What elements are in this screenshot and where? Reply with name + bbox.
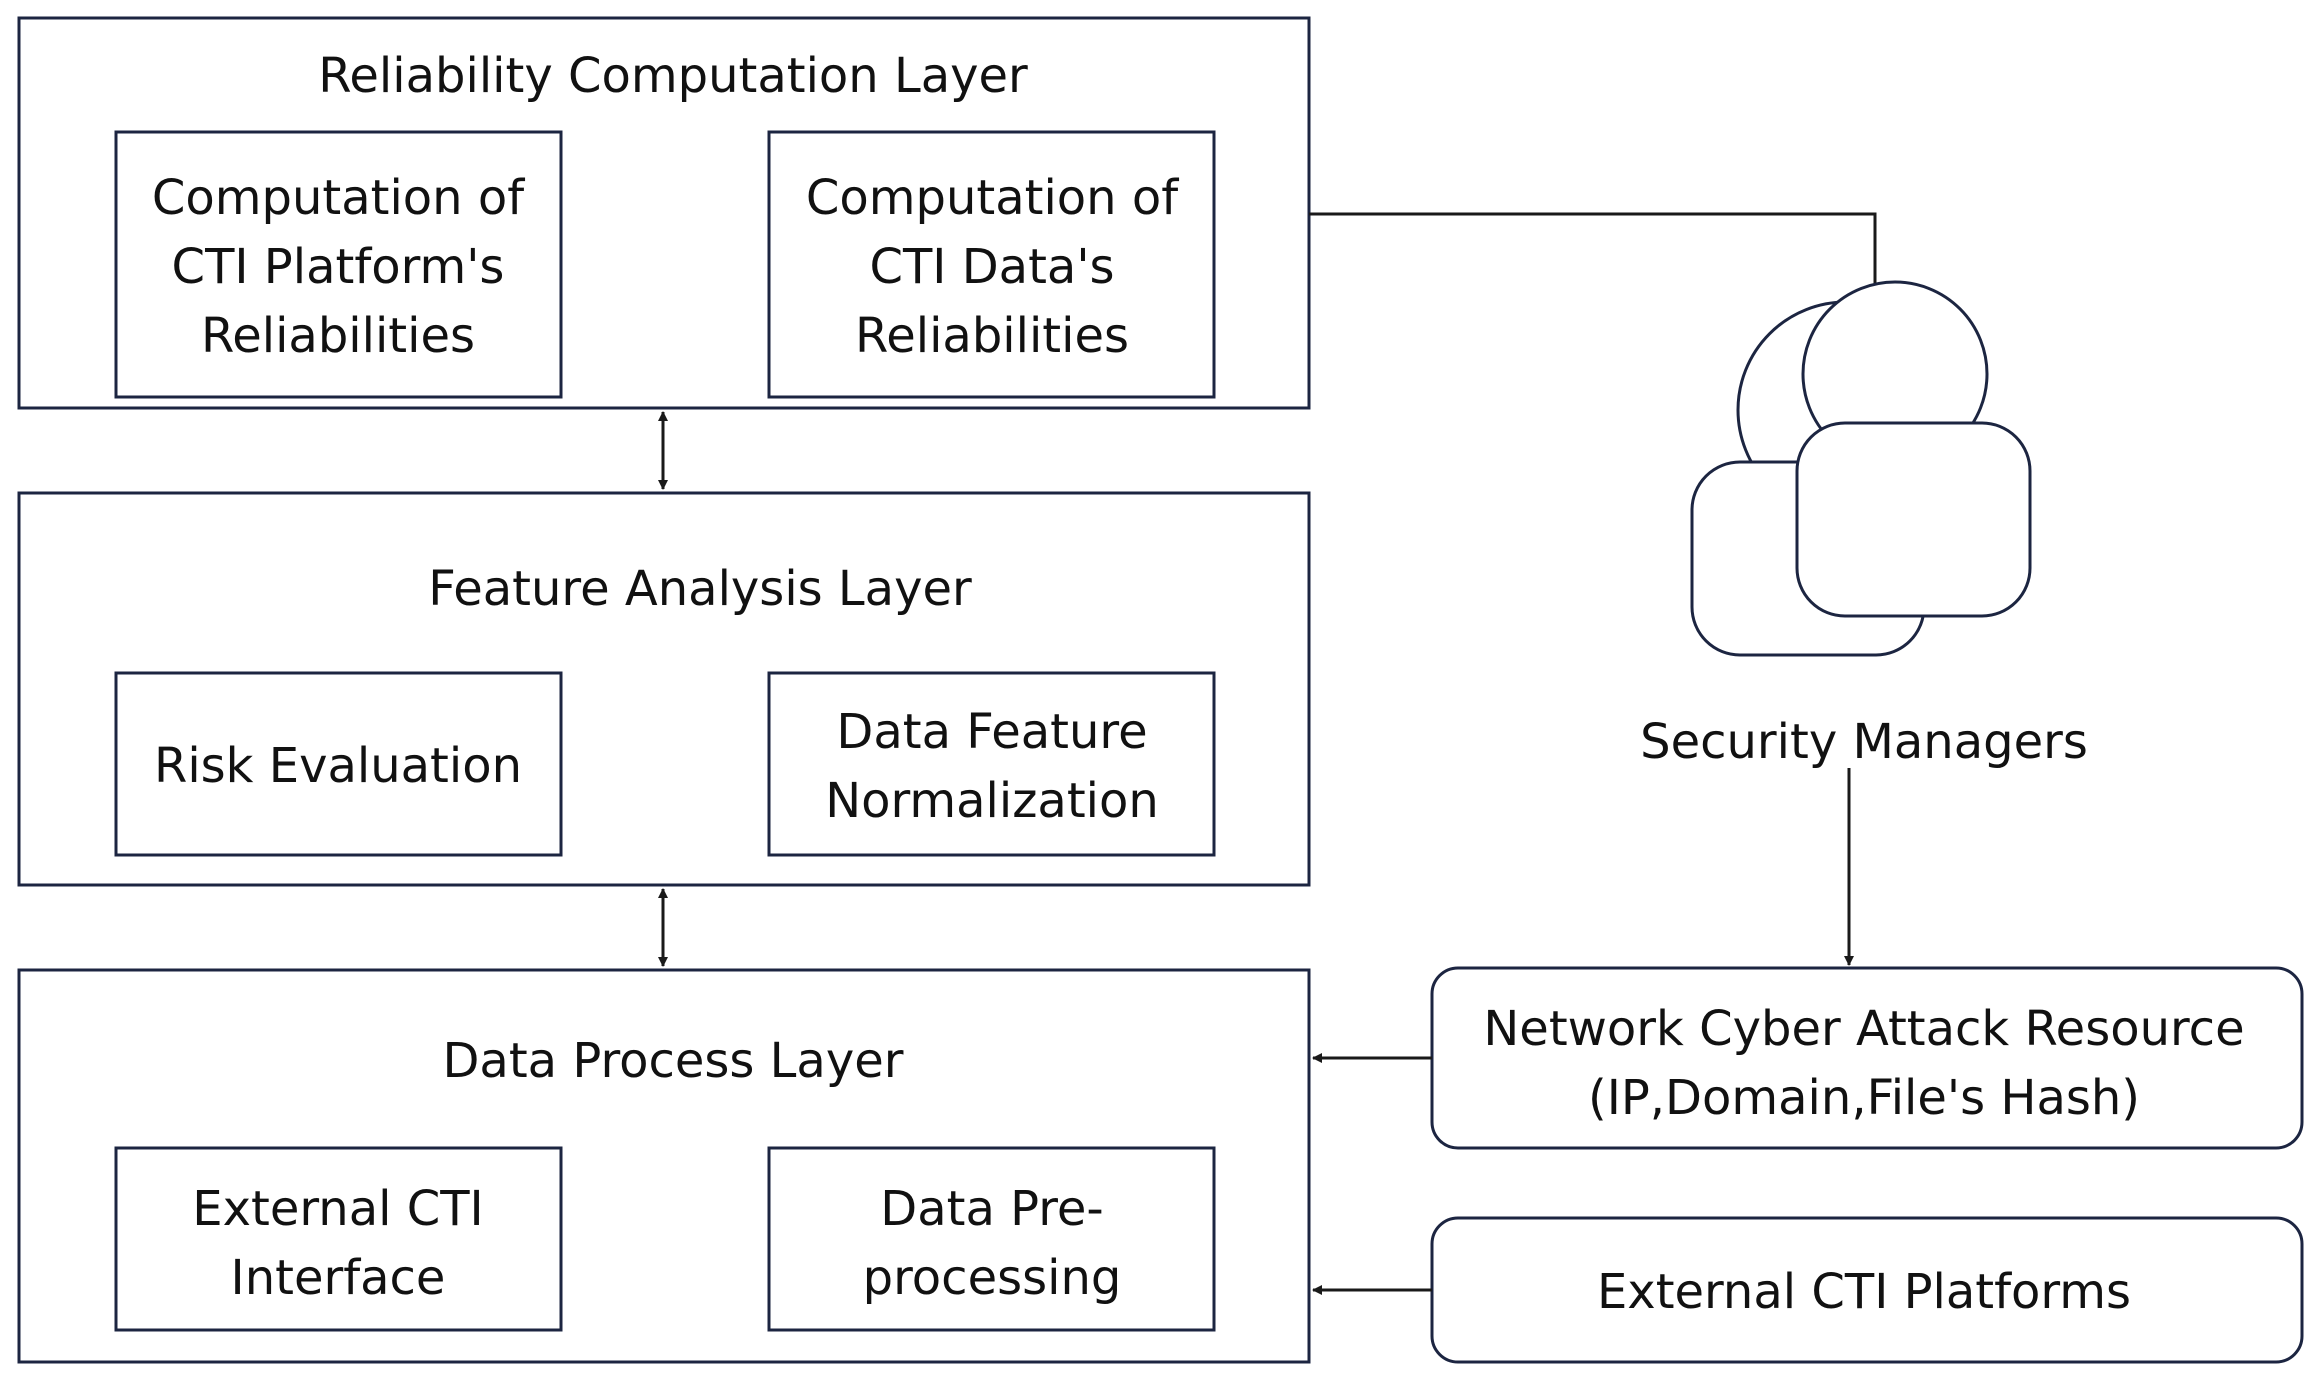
data-preprocessing-line-1: Data Pre- — [880, 1181, 1104, 1237]
data-feature-normalization-box: Data Feature Normalization — [767, 671, 1216, 857]
platform-reliability-box: Computation of CTI Platform's Reliabilit… — [114, 130, 563, 399]
feature-analysis-layer: Feature Analysis Layer Risk Evaluation D… — [17, 491, 1311, 887]
data-preprocessing-frame — [767, 1146, 1216, 1332]
data-reliability-line-2: CTI Data's — [869, 239, 1114, 295]
reliability-computation-layer: Reliability Computation Layer Computatio… — [17, 16, 1311, 410]
security-managers-label: Security Managers — [1640, 714, 2088, 770]
platform-reliability-line-1: Computation of — [152, 170, 525, 226]
data-feature-normalization-line-2: Normalization — [825, 773, 1159, 829]
external-cti-interface-line-1: External CTI — [192, 1181, 483, 1237]
attack-resource-line-2: (IP,Domain,File's Hash) — [1588, 1070, 2140, 1126]
data-feature-normalization-line-1: Data Feature — [836, 704, 1147, 760]
data-feature-normalization-frame — [767, 671, 1216, 857]
external-cti-interface-box: External CTI Interface — [114, 1146, 563, 1332]
risk-evaluation-frame — [114, 671, 563, 857]
data-preprocessing-line-2: processing — [863, 1250, 1122, 1306]
data-reliability-box: Computation of CTI Data's Reliabilities — [767, 130, 1216, 399]
front-person-body — [1795, 421, 2032, 618]
data-reliability-frame — [767, 130, 1216, 399]
external-platforms-label: External CTI Platforms — [1597, 1264, 2131, 1320]
risk-evaluation-box: Risk Evaluation — [114, 671, 563, 857]
attack-resource-line-1: Network Cyber Attack Resource — [1483, 1001, 2244, 1057]
external-cti-interface-line-2: Interface — [231, 1250, 446, 1306]
data-process-layer: Data Process Layer External CTI Interfac… — [17, 968, 1311, 1364]
risk-evaluation-label: Risk Evaluation — [154, 738, 522, 794]
external-cti-platforms-box: External CTI Platforms — [1430, 1216, 2304, 1364]
security-managers-icon — [1690, 280, 2032, 657]
network-cyber-attack-resource-box: Network Cyber Attack Resource (IP,Domain… — [1430, 966, 2304, 1150]
platform-reliability-frame — [114, 130, 563, 399]
data-reliability-line-1: Computation of — [806, 170, 1179, 226]
feature-layer-title: Feature Analysis Layer — [428, 561, 972, 617]
reliability-layer-title: Reliability Computation Layer — [318, 48, 1028, 104]
platform-reliability-line-3: Reliabilities — [201, 308, 475, 364]
data-reliability-line-3: Reliabilities — [855, 308, 1129, 364]
external-cti-interface-frame — [114, 1146, 563, 1332]
data-process-layer-title: Data Process Layer — [442, 1033, 903, 1089]
data-preprocessing-box: Data Pre- processing — [767, 1146, 1216, 1332]
platform-reliability-line-2: CTI Platform's — [172, 239, 505, 295]
reliability-to-managers-arrow — [1309, 212, 1880, 307]
